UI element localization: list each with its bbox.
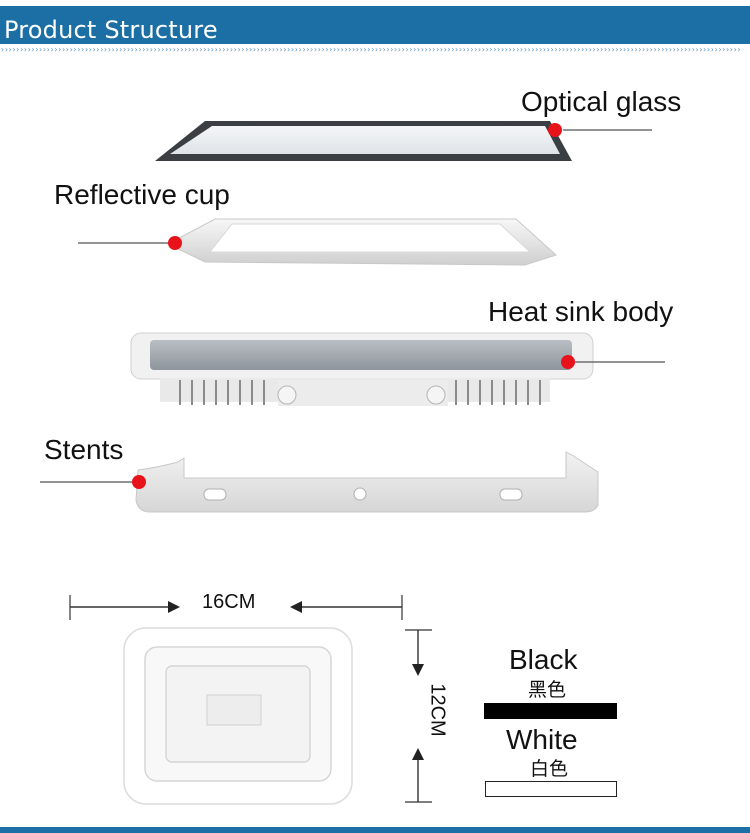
arrow-right-icon	[168, 601, 180, 613]
color-option-black-label: Black	[509, 644, 578, 675]
optical-glass-part	[155, 121, 652, 161]
height-dimension	[405, 629, 432, 803]
width-dimension-label: 16CM	[202, 591, 256, 613]
chevron-divider: ››››››››››››››››››››››››››››››››››››››››…	[0, 46, 741, 54]
lamp-front-view	[123, 627, 353, 805]
color-swatch-black	[484, 703, 617, 719]
stents-label: Stents	[44, 434, 124, 465]
reflective-cup-part	[78, 218, 557, 266]
page-title: Product Structure	[4, 16, 218, 44]
stents-part	[40, 451, 599, 513]
reflective-cup-label: Reflective cup	[54, 179, 230, 210]
arrow-down-icon	[412, 664, 424, 676]
color-swatch-white	[485, 781, 617, 797]
color-option-black-cn-label: 黑色	[528, 679, 567, 701]
optical-glass-marker-icon	[548, 123, 562, 137]
stents-marker-icon	[132, 475, 146, 489]
heat-sink-part	[130, 332, 665, 406]
width-dimension	[69, 595, 403, 620]
height-dimension-label: 12CM	[426, 683, 449, 737]
heat-sink-marker-icon	[561, 355, 575, 369]
color-option-white-label: White	[506, 724, 578, 755]
arrow-left-icon	[290, 601, 302, 613]
heat-sink-body-label: Heat sink body	[488, 296, 674, 327]
arrow-up-icon	[412, 748, 424, 760]
color-option-white-cn-label: 白色	[530, 758, 569, 780]
bottom-rule	[0, 827, 750, 833]
reflective-cup-marker-icon	[168, 236, 182, 250]
header-bar: Product Structure	[0, 6, 750, 44]
optical-glass-label: Optical glass	[521, 86, 682, 117]
